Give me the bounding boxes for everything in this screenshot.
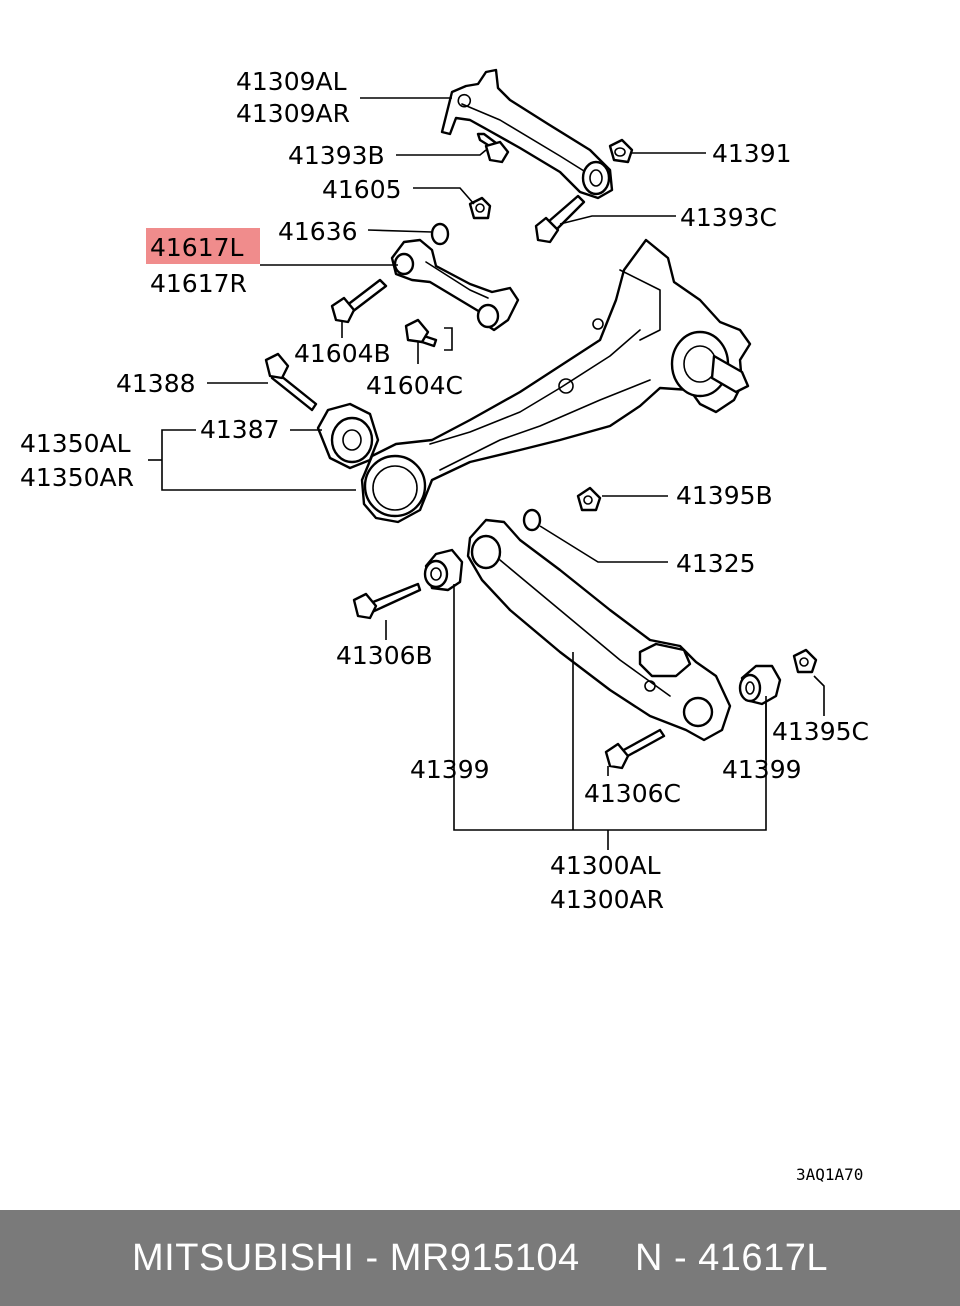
label-41325[interactable]: 41325 (676, 549, 756, 578)
label-41395B[interactable]: 41395B (676, 481, 773, 510)
part-number-caption: MITSUBISHI - MR915104 N - 41617L (132, 1236, 828, 1279)
upper-arm-41309 (440, 68, 614, 200)
bushing-41399-right (738, 664, 782, 706)
label-41306C[interactable]: 41306C (584, 779, 681, 808)
label-41604B[interactable]: 41604B (294, 339, 391, 368)
bolt-41393B (476, 132, 510, 164)
crossmember-41350 (360, 238, 752, 524)
label-41617L[interactable]: 41617L (150, 233, 244, 262)
label-41309AR[interactable]: 41309AR (236, 99, 350, 128)
label-41399-right[interactable]: 41399 (722, 755, 802, 784)
label-41350AR[interactable]: 41350AR (20, 463, 134, 492)
label-41393B[interactable]: 41393B (288, 141, 385, 170)
nut-41395C (792, 648, 818, 674)
link-41617 (390, 238, 520, 332)
bolt-41604B (330, 278, 388, 324)
nut-41391 (608, 138, 634, 164)
parts-diagram: 41309AL 41309AR 41393B 41391 41605 41393… (20, 67, 869, 1184)
lower-arm-41300 (466, 518, 732, 742)
footer-bar: MITSUBISHI - MR915104 N - 41617L (0, 1210, 960, 1306)
nut-41605 (468, 196, 492, 220)
label-41387[interactable]: 41387 (200, 415, 280, 444)
highlight-box-41617L (146, 228, 260, 264)
leader-lines (148, 97, 825, 850)
bolt-41604C (404, 318, 438, 348)
label-41388[interactable]: 41388 (116, 369, 196, 398)
bolt-41306C (604, 728, 666, 770)
label-41393C[interactable]: 41393C (680, 203, 777, 232)
nut-41395B (576, 486, 602, 512)
label-41395C[interactable]: 41395C (772, 717, 869, 746)
label-41309AL[interactable]: 41309AL (236, 67, 347, 96)
bolt-41306B (352, 582, 422, 620)
washer-41636 (430, 222, 450, 246)
label-41399-left[interactable]: 41399 (410, 755, 490, 784)
label-41617R[interactable]: 41617R (150, 269, 247, 298)
diagram-code: 3AQ1A70 (796, 1165, 863, 1184)
washer-41325 (522, 508, 542, 532)
bushing-41399-left (423, 548, 464, 592)
part-labels: 41309AL 41309AR 41393B 41391 41605 41393… (20, 67, 869, 914)
label-41636[interactable]: 41636 (278, 217, 358, 246)
bolt-41388 (264, 352, 318, 412)
label-41306B[interactable]: 41306B (336, 641, 433, 670)
label-41391[interactable]: 41391 (712, 139, 792, 168)
label-41605[interactable]: 41605 (322, 175, 402, 204)
bolt-41393C (534, 194, 586, 244)
label-41350AL[interactable]: 41350AL (20, 429, 131, 458)
label-41300AR[interactable]: 41300AR (550, 885, 664, 914)
bushing-41387 (316, 402, 380, 470)
label-41300AL[interactable]: 41300AL (550, 851, 661, 880)
label-41604C[interactable]: 41604C (366, 371, 463, 400)
